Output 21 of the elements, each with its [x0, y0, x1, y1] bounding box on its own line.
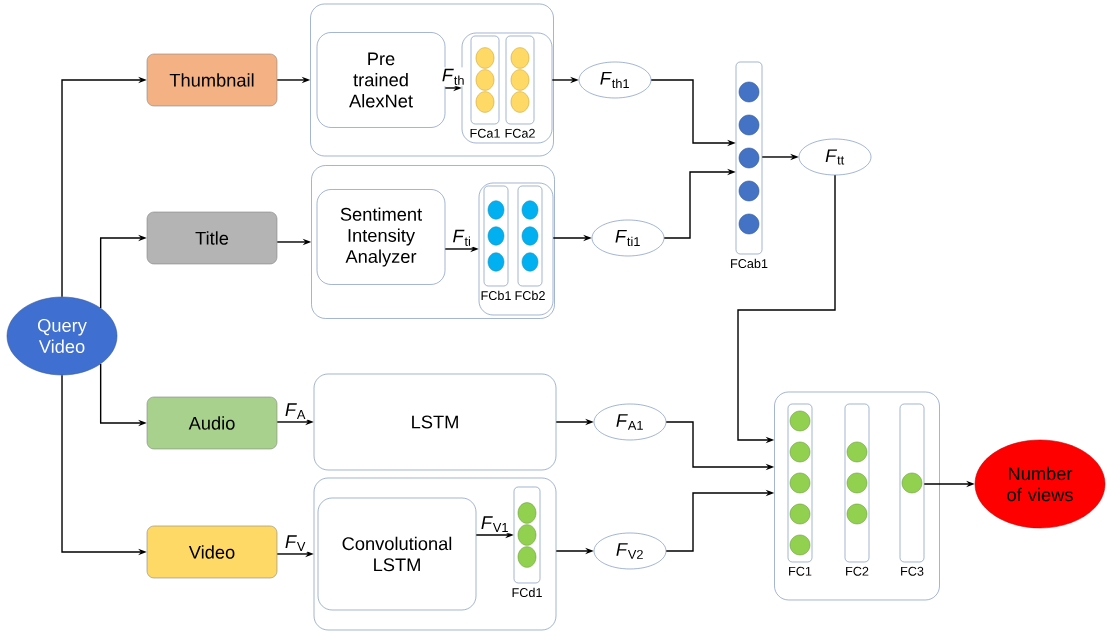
process-box: Sentiment Intensity Analyzer — [316, 189, 446, 285]
node-label: FC3 — [901, 566, 924, 576]
edge-label: F$_{ti}$ — [451, 228, 473, 248]
node-label: FCb2 — [515, 290, 545, 301]
node-label: FCa1 — [470, 128, 500, 138]
node-label: FCd1 — [512, 587, 542, 598]
edge-label: F$_{V}$ — [283, 533, 308, 553]
node-label: FC1 — [789, 566, 812, 576]
edge-label: F$_{th}$ — [440, 67, 467, 87]
input-box: Title — [146, 211, 278, 265]
node-label: FC2 — [846, 566, 869, 576]
process-box: LSTM — [313, 373, 557, 471]
input-box: Video — [146, 525, 278, 579]
node-label: FCa2 — [505, 128, 535, 138]
input-box: Audio — [146, 396, 278, 450]
node-label: FCb1 — [481, 290, 511, 301]
process-box: Convolutional LSTM — [317, 497, 477, 611]
node-label: FCab1 — [731, 258, 768, 269]
edge-label: F$_{A}$ — [283, 401, 308, 421]
layer-column: FC3 — [899, 403, 925, 576]
input-box: Thumbnail — [146, 53, 278, 107]
